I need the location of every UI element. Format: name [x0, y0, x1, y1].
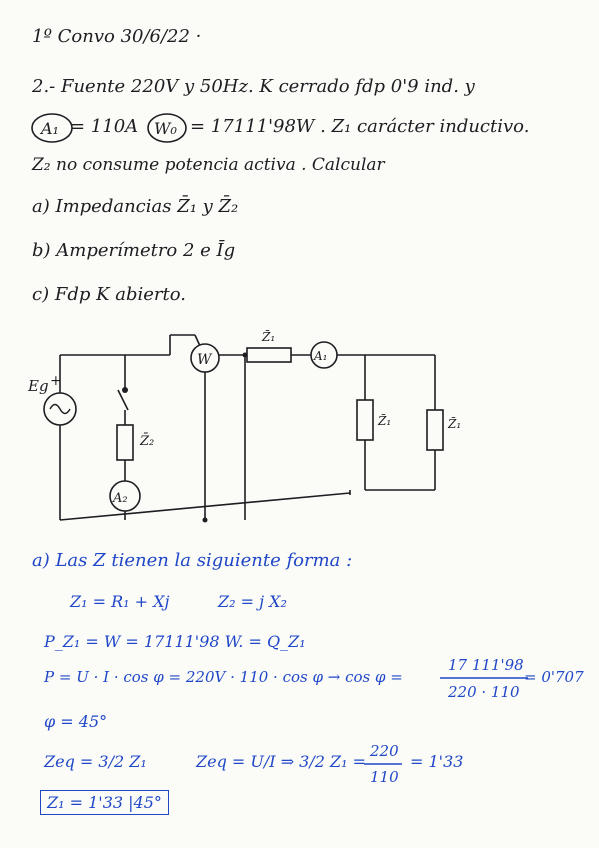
w-value: = 17111'98W . Z₁ carácter inductivo. — [190, 116, 530, 137]
z2-label: Z̄₂ — [139, 433, 154, 449]
switch-k — [117, 389, 129, 411]
z2-form: Z₂ = j X₂ — [218, 592, 287, 611]
w-label: W — [197, 352, 213, 368]
cos-result: = 0'707 — [524, 668, 584, 686]
wattmeter-badge: W₀ — [147, 113, 187, 143]
problem-line-1: 2.- Fuente 220V y 50Hz. K cerrado fdp 0'… — [32, 76, 475, 97]
ammeter-a1 — [310, 341, 338, 369]
eg-label: Eg — [27, 377, 49, 395]
zeq-fraction-bar — [364, 763, 402, 765]
z1-top-label: Z̄₁ — [261, 329, 275, 344]
impedance-z2 — [116, 424, 134, 461]
cos-fraction-bar — [440, 677, 528, 679]
solution-intro: a) Las Z tienen la siguiente forma : — [32, 550, 353, 571]
question-b: b) Amperímetro 2 e Īg — [32, 240, 236, 261]
z1-result-box: Z₁ = 1'33 |45° — [40, 790, 169, 815]
impedance-z1-top — [246, 347, 292, 363]
w-badge-label: W₀ — [154, 119, 177, 138]
question-a: a) Impedancias Z̄₁ y Z̄₂ — [32, 196, 239, 217]
wire-bottom — [59, 492, 351, 521]
impedance-z1-parallel-a — [356, 399, 374, 441]
wire-w-loop-in — [194, 334, 201, 347]
ammeter-a1-badge: A₁ — [31, 113, 73, 143]
junction-dot — [202, 517, 208, 523]
header-title: 1º Convo 30/6/22 · — [32, 26, 202, 47]
switch-pivot — [122, 387, 128, 393]
a1-label: A₁ — [313, 349, 327, 363]
sine-icon — [49, 403, 71, 415]
z1a-label: Z̄₁ — [377, 413, 391, 428]
pz1-line: P_Z₁ = W = 17111'98 W. = Q_Z₁ — [44, 632, 306, 651]
zeq-relation: Zeq = 3/2 Z₁ — [44, 752, 147, 771]
cos-fraction-denominator: 220 · 110 — [448, 683, 520, 701]
power-equation: P = U · I · cos φ = 220V · 110 · cos φ →… — [44, 668, 403, 686]
impedance-z1-parallel-b — [426, 409, 444, 451]
zeq-ohm: Zeq = U/I ⇒ 3/2 Z₁ = — [196, 752, 367, 771]
cos-fraction-numerator: 17 111'98 — [448, 656, 524, 674]
phi-value: φ = 45° — [44, 712, 108, 731]
source-symbol — [43, 392, 77, 426]
a1-badge-label: A₁ — [39, 119, 59, 138]
zeq-denominator: 110 — [370, 768, 399, 786]
z1-form: Z₁ = R₁ + Xj — [70, 592, 170, 611]
a1-value: = 110A — [70, 116, 139, 137]
zeq-result: = 1'33 — [410, 752, 464, 771]
problem-line-3: Z₂ no consume potencia activa . Calcular — [32, 155, 385, 175]
plus-label: + — [50, 373, 62, 389]
circuit-diagram: Eg + Z̄₂ A₂ W Z̄₁ A₁ Z̄₁ Z̄₁ — [27, 329, 461, 523]
question-c: c) Fdp K abierto. — [32, 284, 186, 305]
wattmeter — [190, 343, 220, 373]
z1b-label: Z̄₁ — [447, 416, 461, 431]
a2-label: A₂ — [112, 491, 128, 506]
junction-dot — [242, 352, 248, 358]
zeq-numerator: 220 — [370, 742, 399, 760]
ammeter-a2 — [109, 480, 141, 512]
